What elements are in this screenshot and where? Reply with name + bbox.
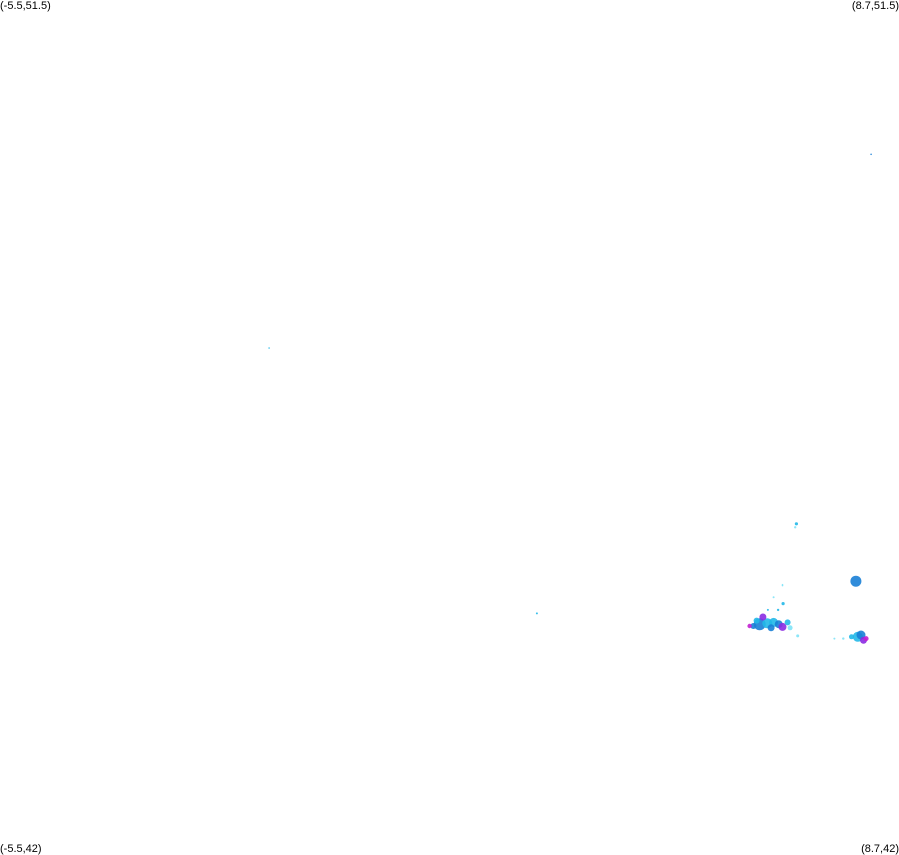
precip-cell-cyan (849, 634, 854, 640)
precip-cell-magenta (747, 623, 752, 629)
precip-cell-blue (767, 624, 775, 632)
precip-cell-cyan (535, 612, 538, 615)
precip-cell-cyan (781, 602, 785, 606)
precip-cell-purple (759, 613, 767, 621)
precip-cell-cyan (268, 347, 270, 349)
precip-cell-blue (850, 575, 862, 587)
precip-cell-light (833, 637, 836, 640)
precip-cell-light (787, 625, 793, 631)
corner-label-top-left: (-5.5,51.5) (0, 0, 51, 12)
corner-label-top-right: (8.7,51.5) (851, 0, 899, 12)
precip-cell-blue (870, 153, 872, 156)
precip-cell-light (796, 634, 800, 638)
precip-cell-light (794, 526, 797, 529)
precip-cell-light (772, 596, 775, 599)
precip-cell-cyan (776, 608, 780, 612)
precip-cell-cyan (753, 617, 760, 624)
precip-cell-cyan (784, 619, 791, 626)
precip-cell-cyan (766, 608, 769, 611)
precip-cell-purple (778, 622, 787, 631)
precip-cell-light (842, 637, 845, 640)
precip-cell-cyan (794, 522, 799, 526)
precip-cell-light (781, 584, 784, 587)
corner-label-bottom-left: (-5.5,42) (0, 843, 42, 855)
precip-cell-magenta (863, 636, 869, 642)
precip-cell-blue (750, 623, 757, 629)
corner-label-bottom-right: (8.7,42) (861, 843, 899, 855)
